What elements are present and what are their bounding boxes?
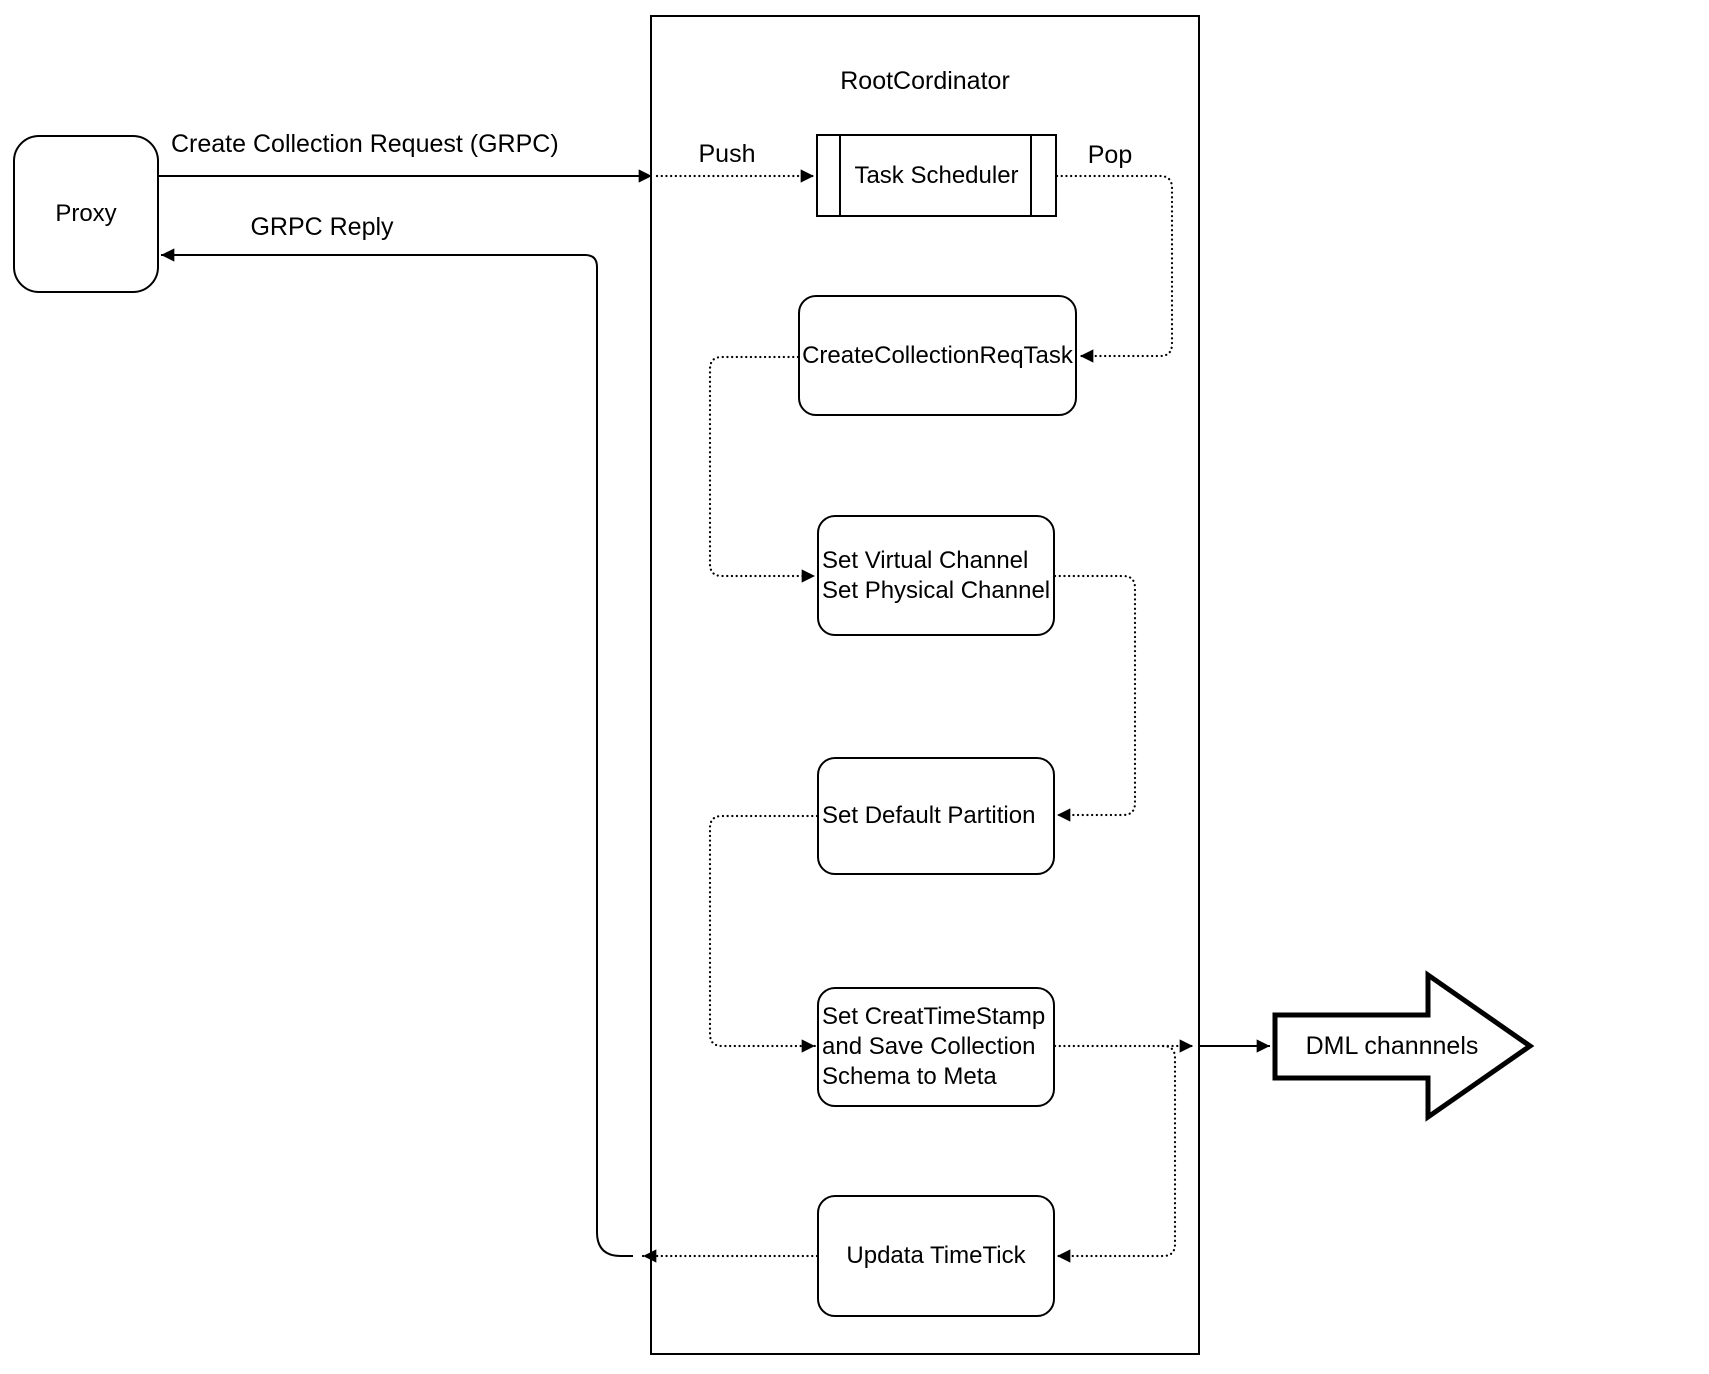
edge-grpc-reply — [161, 248, 633, 1257]
set-default-partition-label: Set Default Partition — [822, 802, 1036, 829]
scheduler-left-bar — [839, 136, 841, 215]
proxy-node: Proxy — [13, 135, 159, 293]
set-timestamp-save-schema-node: Set CreatTimeStamp and Save Collection S… — [817, 987, 1055, 1107]
rootcoordinator-title: RootCordinator — [840, 67, 1010, 95]
create-collection-req-task-label: CreateCollectionReqTask — [802, 341, 1073, 369]
dml-channels-label: DML channnels — [1305, 1032, 1479, 1060]
push-label: Push — [698, 140, 756, 168]
task-scheduler-node: Task Scheduler — [816, 134, 1057, 217]
proxy-label: Proxy — [55, 200, 117, 227]
rootcoordinator-container: RootCordinator — [650, 15, 1200, 1355]
set-channels-node: Set Virtual Channel Set Physical Channel — [817, 515, 1055, 636]
scheduler-right-bar — [1030, 136, 1032, 215]
create-collection-request-label: Create Collection Request (GRPC) — [171, 130, 559, 158]
task-scheduler-label: Task Scheduler — [854, 161, 1019, 189]
pop-label: Pop — [1087, 141, 1133, 169]
updata-timetick-label: Updata TimeTick — [846, 1242, 1026, 1269]
set-channels-label: Set Virtual Channel Set Physical Channel — [822, 546, 1051, 604]
updata-timetick-node: Updata TimeTick — [817, 1195, 1055, 1317]
set-timestamp-save-schema-label: Set CreatTimeStamp and Save Collection S… — [822, 1003, 1046, 1090]
grpc-reply-label: GRPC Reply — [250, 213, 394, 241]
set-default-partition-node: Set Default Partition — [817, 757, 1055, 875]
create-collection-req-task-node: CreateCollectionReqTask — [798, 295, 1077, 416]
